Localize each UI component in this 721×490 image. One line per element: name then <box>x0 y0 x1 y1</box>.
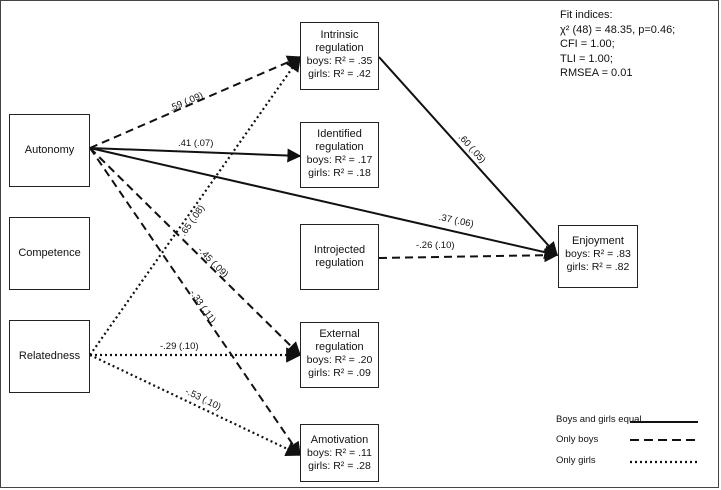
amotivation-girls-r2: girls: R² = .28 <box>308 460 371 472</box>
fit-index-tli: TLI = 1.00; <box>560 52 613 65</box>
external-title-1: External <box>319 328 360 340</box>
identified-boys-r2: boys: R² = .17 <box>306 154 373 166</box>
fit-indices-title: Fit indices: <box>560 9 613 21</box>
path-relatedness-intrinsic <box>89 55 301 356</box>
external-boys-r2: boys: R² = .20 <box>306 354 373 366</box>
competence-box: Competence <box>9 217 90 290</box>
fit-indices: Fit indices: χ² (48) = 48.35, p=0.46; CF… <box>560 8 675 81</box>
legend-label-boys: Only boys <box>556 434 599 445</box>
identified-title-2: regulation <box>315 141 364 153</box>
competence-label: Competence <box>18 247 81 259</box>
path-intrinsic-enjoyment <box>378 56 558 257</box>
identified-box: Identified regulation boys: R² = .17 gir… <box>300 122 379 188</box>
path-autonomy-identified <box>89 147 302 163</box>
autonomy-box: Autonomy <box>9 114 90 187</box>
legend-label-girls: Only girls <box>556 455 596 466</box>
path-autonomy-enjoyment <box>89 147 559 260</box>
enjoyment-boys-r2: boys: R² = .83 <box>565 248 631 260</box>
path-relatedness-amotivation <box>89 354 302 456</box>
enjoyment-box: Enjoyment boys: R² = .83 girls: R² = .82 <box>558 225 638 288</box>
fit-index-cfi: CFI = 1.00; <box>560 38 615 50</box>
introjected-title-1: Introjected <box>313 244 366 256</box>
autonomy-label: Autonomy <box>24 144 75 156</box>
amotivation-boys-r2: boys: R² = .11 <box>307 447 372 459</box>
intrinsic-box: Intrinsic regulation boys: R² = .35 girl… <box>300 22 379 90</box>
intrinsic-title-2: regulation <box>315 42 364 54</box>
introjected-box: Introjected regulation <box>300 224 379 290</box>
external-box: External regulation boys: R² = .20 girls… <box>300 322 379 388</box>
coef-autonomy-identified: .41 (.07) <box>178 138 214 149</box>
external-title-2: regulation <box>315 341 364 353</box>
intrinsic-girls-r2: girls: R² = .42 <box>308 68 371 80</box>
external-girls-r2: girls: R² = .09 <box>308 367 371 379</box>
enjoyment-title: Enjoyment <box>572 235 624 247</box>
intrinsic-title-1: Intrinsic <box>320 29 359 41</box>
identified-girls-r2: girls: R² = .18 <box>308 167 371 179</box>
identified-title-1: Identified <box>317 128 362 140</box>
path-introjected-enjoyment <box>378 248 559 263</box>
relatedness-label: Relatedness <box>18 350 81 362</box>
path-autonomy-amotivation <box>89 147 301 457</box>
coef-relatedness-external: -.29 (.10) <box>160 341 199 352</box>
fit-index-chi2: χ² (48) = 48.35, p=0.46; <box>560 23 676 36</box>
path-autonomy-external <box>89 147 301 356</box>
introjected-title-2: regulation <box>315 257 364 269</box>
fit-index-rmsea: RMSEA = 0.01 <box>560 67 633 79</box>
amotivation-box: Amotivation boys: R² = .11 girls: R² = .… <box>300 424 379 482</box>
relatedness-box: Relatedness <box>9 320 90 393</box>
intrinsic-boys-r2: boys: R² = .35 <box>306 55 373 67</box>
enjoyment-girls-r2: girls: R² = .82 <box>566 261 630 273</box>
amotivation-title: Amotivation <box>310 434 369 446</box>
legend-label-equal: Boys and girls equal <box>556 414 642 425</box>
coef-introjected-enjoyment: -.26 (.10) <box>416 240 455 251</box>
